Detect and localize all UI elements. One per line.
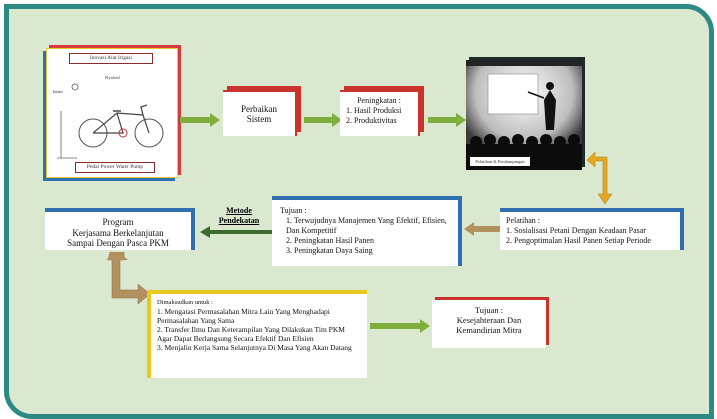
pelatihan-image-card: Pelatihan & Pendampingan	[466, 60, 582, 170]
arrow-perbaikan-to-peningkatan	[304, 113, 342, 127]
tujuan-manajemen-item-2: 2. Peningkatan Hasil Panen	[286, 236, 374, 245]
program-line1: Program	[102, 217, 134, 227]
pelatihan-title: Pelatihan :	[506, 216, 540, 225]
dimaksudkan-item-3: 3. Menjalin Kerja Sama Selanjutnya Di Ma…	[157, 343, 352, 352]
peningkatan-item-2: 2. Produktivitas	[346, 116, 397, 125]
tujuan-kesejahteraan-line1: Kesejahteraan Dan	[456, 315, 522, 325]
arrow-pelatihan-to-tujuan	[464, 222, 500, 236]
pelatihan-item-2: 2. Pengoptimalan Hasil Panen Setiap Peri…	[506, 236, 651, 245]
program-line3: Sampai Dengan Pasca PKM	[67, 238, 169, 248]
peningkatan-box: Peningkatan : 1. Hasil Produksi 2. Produ…	[340, 90, 420, 136]
tujuan-manajemen-box: Tujuan : 1. Terwujudnya Manajemen Yang E…	[272, 196, 462, 266]
peningkatan-item-1: 1. Hasil Produksi	[346, 106, 402, 115]
peningkatan-title: Peningkatan :	[357, 96, 401, 105]
flywheel-label: Flywheel	[105, 75, 121, 80]
tujuan-kesejahteraan-box: Tujuan : Kesejahteraan Dan Kemandirian M…	[432, 300, 546, 348]
program-line2: Kerjasama Berkelanjutan	[72, 227, 164, 238]
pump-caption: Pedal Power Water Pump	[75, 162, 155, 173]
perbaikan-sistem-text: Perbaikan Sistem	[241, 104, 277, 124]
program-box: Program Kerjasama Berkelanjutan Sampai D…	[45, 208, 195, 250]
arrow-tujuan-to-program	[200, 226, 272, 238]
arrow-program-to-dimaksudkan	[106, 252, 150, 305]
presentation-illustration	[466, 60, 582, 170]
arrow-pump-to-perbaikan	[180, 113, 220, 127]
tujuan-kesejahteraan-line2: Kemandirian Mitra	[456, 325, 522, 335]
arrow-pelatihan-exchange	[586, 151, 613, 205]
perbaikan-sistem-box: Perbaikan Sistem	[223, 90, 297, 136]
dimaksudkan-title: Dimaksudkan untuk :	[157, 299, 213, 306]
intake-label: Intake	[53, 89, 63, 94]
arrow-dimaksudkan-to-tujuan	[370, 319, 430, 333]
pelatihan-image-caption: Pelatihan & Pendampingan	[470, 157, 530, 166]
pump-image-card: Inovasi Alat Irigasi Intake Flywheel Ped…	[46, 48, 178, 178]
pump-title: Inovasi Alat Irigasi	[69, 53, 153, 64]
tujuan-manajemen-item-1: 1. Terwujudnya Manajemen Yang Efektif, E…	[286, 216, 447, 235]
dimaksudkan-box: Dimaksudkan untuk : 1. Mengatasi Permasa…	[147, 290, 367, 378]
tujuan-kesejahteraan-title: Tujuan :	[474, 305, 504, 315]
metode-line2: Pendekatan	[218, 216, 260, 225]
pelatihan-box: Pelatihan : 1. Sosialisasi Petani Dengan…	[500, 208, 684, 250]
metode-line1: Metode	[226, 206, 252, 215]
dimaksudkan-item-1: 1. Mengatasi Permasalahan Mitra Lain Yan…	[157, 307, 330, 325]
tujuan-manajemen-title: Tujuan :	[280, 206, 307, 215]
pelatihan-item-1: 1. Sosialisasi Petani Dengan Keadaan Pas…	[506, 226, 646, 235]
arrow-peningkatan-to-pelatihan	[428, 113, 466, 127]
bicycle-pump-illustration: Intake Flywheel	[53, 75, 164, 159]
tujuan-manajemen-item-3: 3. Peningkatan Daya Saing	[286, 246, 373, 255]
dimaksudkan-item-2: 2. Transfer Ilmu Dan Keterampilan Yang D…	[157, 325, 345, 343]
metode-pendekatan-label: Metode Pendekatan	[206, 206, 272, 226]
